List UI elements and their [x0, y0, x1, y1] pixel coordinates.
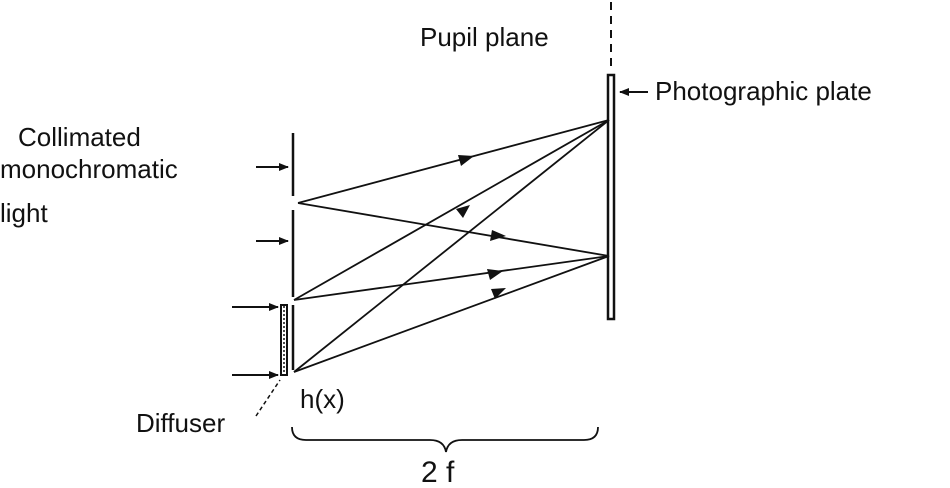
ray-direction-arrows: [456, 155, 506, 299]
photographic-plate: [606, 73, 616, 321]
incoming-light-arrows: [232, 163, 289, 379]
light-rays: [293, 119, 610, 373]
collimated-label-line1: Collimated: [18, 122, 141, 152]
distance-brace: [291, 426, 599, 453]
diffuser: [280, 304, 288, 376]
diffuser-leader-line: [255, 379, 281, 417]
pupil-plane-label: Pupil plane: [420, 22, 549, 52]
diffuser-label: Diffuser: [136, 408, 225, 438]
distance-label: 2 f: [421, 456, 455, 488]
h-of-x-label: h(x): [300, 384, 345, 414]
collimated-label-line3: light: [0, 198, 48, 228]
photographic-plate-label: Photographic plate: [655, 76, 872, 106]
collimated-label-line2: monochromatic: [0, 154, 178, 184]
